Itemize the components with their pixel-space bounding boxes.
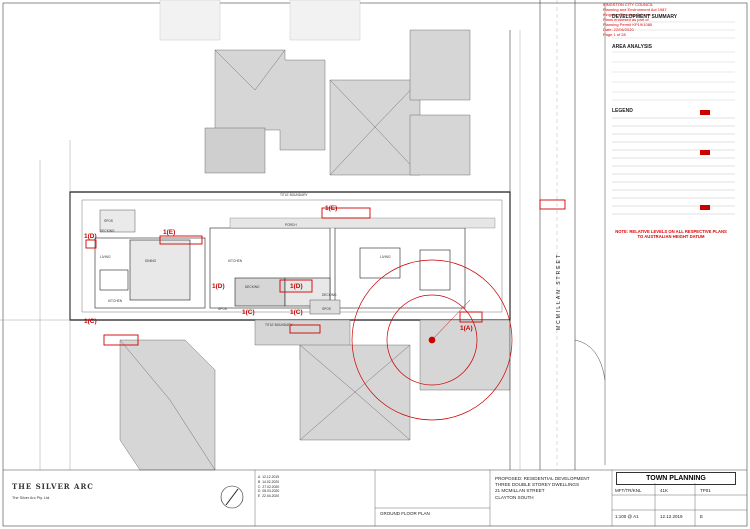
- north-arrow-icon: [220, 485, 244, 509]
- neighbour-roof-bottom-mid: [254, 319, 411, 441]
- rev-letter: D: [258, 489, 261, 494]
- neighbour-roof-top-mid: [329, 79, 421, 176]
- stamp-line: Planning and Environment Act 1987: [603, 7, 667, 12]
- stamp-line: Page 1 of 28: [603, 32, 626, 37]
- revision: E: [700, 514, 704, 519]
- development-summary-title: DEVELOPMENT SUMMARY: [612, 14, 678, 20]
- legend-title: LEGEND: [612, 108, 633, 114]
- date: 12.12.2019: [660, 514, 683, 519]
- callout-tag: 1(E): [163, 229, 175, 236]
- label-decking-3: DECKING: [100, 229, 115, 233]
- drawn-by: MFT/TR/KNL: [615, 488, 642, 493]
- revision-table: A 12.12.2019 B 14.02.2020 C 27.02.2020 D…: [258, 475, 368, 499]
- sheet-number: TP01: [700, 488, 711, 493]
- label-kitchen-2: KITCHEN: [228, 259, 243, 263]
- rev-date: 14.02.2020: [262, 479, 280, 484]
- label-spos-1: SPOS: [322, 307, 331, 311]
- dwelling-2: [209, 227, 331, 309]
- rev-date: 05.03.2020: [262, 489, 280, 494]
- street-name: MCMILLAN STREET: [556, 253, 562, 330]
- rev-letter: E: [258, 494, 261, 499]
- label-kitchen-3: KITCHEN: [108, 299, 123, 303]
- label-living-3: LIVING: [100, 255, 111, 259]
- label-porch: PORCH: [285, 223, 297, 227]
- label-boundary-bottom: TITLE BOUNDARY: [265, 323, 293, 327]
- project-line: THREE DOUBLE STOREY DWELLINGS: [495, 482, 580, 488]
- callout-tag: 1(C): [290, 309, 303, 316]
- rev-letter: C: [258, 484, 261, 489]
- revision-row: E 22.04.2020: [258, 494, 368, 499]
- neighbour-roof-top-right: [409, 29, 471, 176]
- stamp-line: Kingston Planning Scheme: [603, 12, 652, 17]
- rev-date: 22.04.2020: [262, 494, 280, 499]
- area-analysis-panel: AREA ANALYSIS: [612, 44, 652, 50]
- label-spos-3: SPOS: [104, 219, 113, 223]
- scale: 1:100 @ A1: [615, 514, 639, 519]
- levels-note: NOTE: RELATIVE LEVELS ON ALL RESPECTIVE …: [615, 229, 727, 239]
- town-planning-heading: TOWN PLANNING: [616, 472, 736, 485]
- revision-row: D 05.03.2020: [258, 489, 368, 494]
- stamp-line: Planning Permit KP19/1080: [603, 22, 653, 27]
- callout-tag: 1(C): [84, 318, 97, 325]
- legend-panel: LEGEND: [612, 108, 633, 114]
- drawing-title: GROUND FLOOR PLAN: [380, 511, 430, 516]
- neighbour-roof-top-left: [214, 49, 326, 151]
- label-boundary-top: TITLE BOUNDARY: [280, 193, 308, 197]
- dwelling-1: [334, 227, 466, 309]
- project-suburb: CLAYTON SOUTH: [495, 494, 534, 500]
- endorsement-stamp: KINGSTON CITY COUNCIL Planning and Envir…: [603, 2, 723, 38]
- area-analysis-title: AREA ANALYSIS: [612, 44, 653, 50]
- callout-tag: 1(D): [212, 283, 225, 290]
- stamp-line: KINGSTON CITY COUNCIL: [603, 2, 654, 7]
- company-logo: THE SILVER ARC: [12, 482, 94, 491]
- development-summary-panel: DEVELOPMENT SUMMARY: [612, 14, 677, 20]
- company-name: The Silver Arc Pty. Ltd.: [12, 496, 51, 500]
- stamp-line: Date: 22/06/2020: [603, 27, 634, 32]
- label-spos-2: SPOS: [218, 307, 227, 311]
- dwelling-3: [94, 237, 206, 309]
- callout-tag: 1(C): [242, 309, 255, 316]
- label-decking-2: DECKING: [245, 285, 260, 289]
- callout-tag: 1(E): [325, 205, 337, 212]
- callout-tag: 1(D): [84, 233, 97, 240]
- callout-tag: 1(D): [290, 283, 303, 290]
- project-line: PROPOSED: RESIDENTIAL DEVELOPMENT: [495, 476, 590, 481]
- job-number: 41K: [660, 488, 669, 493]
- label-dining-3: DINING: [145, 259, 157, 263]
- rev-date: 12.12.2019: [262, 475, 280, 479]
- project-info: PROPOSED: RESIDENTIAL DEVELOPMENT THREE …: [495, 476, 590, 501]
- stamp-line: Plans endorsed as part of: [603, 17, 649, 22]
- neighbour-shed: [204, 127, 266, 174]
- revision-row: C 27.02.2020: [258, 485, 368, 490]
- rev-date: 27.02.2020: [262, 484, 280, 489]
- callout-tag: 1(A): [460, 325, 473, 332]
- label-decking-1: DECKING: [322, 293, 337, 297]
- rev-letter: B: [258, 479, 261, 484]
- neighbour-roof-bottom-left: [119, 339, 216, 471]
- label-living-1: LIVING: [380, 255, 391, 259]
- project-address: 21 MCMILLAN STREET: [495, 488, 545, 494]
- revision-row: B 14.02.2020: [258, 480, 368, 485]
- revision-row: A 12.12.2019: [258, 475, 368, 480]
- rev-letter: A: [258, 475, 261, 479]
